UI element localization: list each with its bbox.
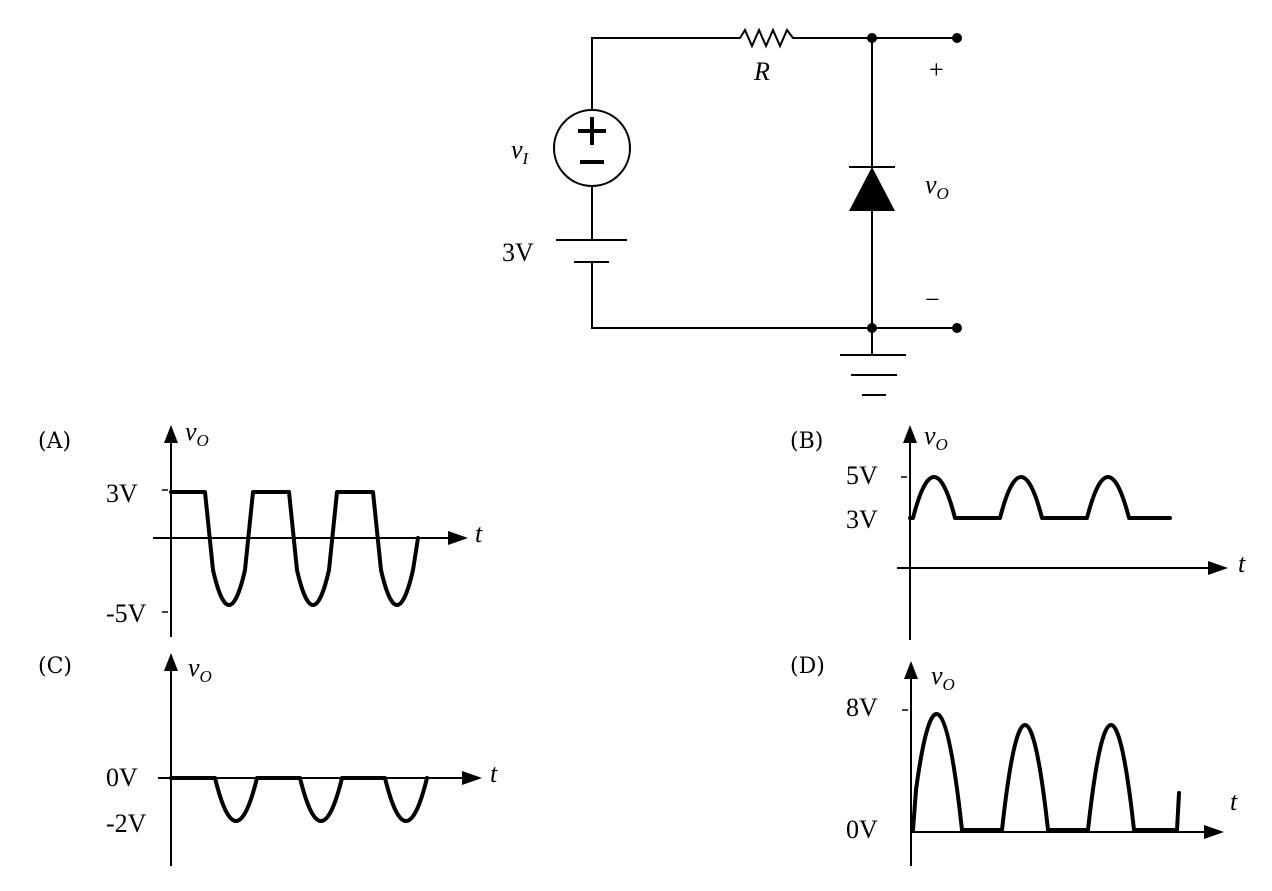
option-c-x-arrow-icon [462,771,482,785]
option-a-letter: (A) [38,429,71,454]
node-bottom [867,323,877,333]
option-b-x-label: t [1238,549,1246,578]
option-b-x-arrow-icon [1208,561,1228,575]
option-a-x-arrow-icon [448,531,468,545]
output-minus-label: − [925,285,940,314]
source-plus-icon [578,117,606,145]
option-a-x-label: t [475,519,483,548]
option-b-tick-3v: 3V [846,505,878,534]
diode-triangle [849,167,895,211]
option-a-waveform [169,490,420,607]
option-d-letter: (D) [790,654,825,679]
option-d-y-arrow-icon [904,661,918,679]
option-d-x-label: t [1230,787,1238,816]
option-a-tick-marks [162,489,168,613]
option-a-tick-3v: 3V [106,479,138,508]
source-label: vI [511,135,530,168]
option-b-y-arrow-icon [903,425,917,443]
terminal-bottom [952,323,962,333]
option-c: (C) vO t 0V -2V [38,653,498,866]
resistor-label: R [753,57,770,86]
option-d: (D) vO t 8V 0V [790,654,1238,866]
resistor [715,27,815,49]
battery-label: 3V [502,238,534,267]
option-b-tick-5v: 5V [846,461,878,490]
option-c-x-label: t [490,759,498,788]
option-a-y-arrow-icon [164,425,178,443]
option-d-y-label: vO [931,661,955,694]
node-top [867,33,877,43]
option-b-letter: (B) [790,429,823,454]
option-d-tick-0v: 0V [846,815,878,844]
output-plus-label: + [929,55,944,84]
option-a-y-label: vO [185,417,209,450]
option-c-tick-minus2v: -2V [106,809,147,838]
option-a-tick-minus5v: -5V [106,599,147,628]
option-d-tick-8v: 8V [846,693,878,722]
option-c-y-arrow-icon [164,653,178,671]
option-b: (B) vO t 5V 3V [790,421,1246,640]
circuit: vI 3V R + vO − [502,27,962,396]
option-c-tick-0v: 0V [106,763,138,792]
option-d-waveform [911,712,1181,832]
option-b-y-label: vO [924,421,948,454]
option-c-waveform [169,776,429,823]
output-label: vO [925,170,949,203]
option-b-waveform [908,475,1172,520]
ground-icon [840,354,906,396]
option-a: (A) vO t 3V -5V [38,417,483,637]
wire-bottom [591,262,957,329]
option-c-y-label: vO [188,653,212,686]
option-d-x-arrow-icon [1204,825,1224,839]
option-c-letter: (C) [38,654,72,679]
terminal-top [952,33,962,43]
